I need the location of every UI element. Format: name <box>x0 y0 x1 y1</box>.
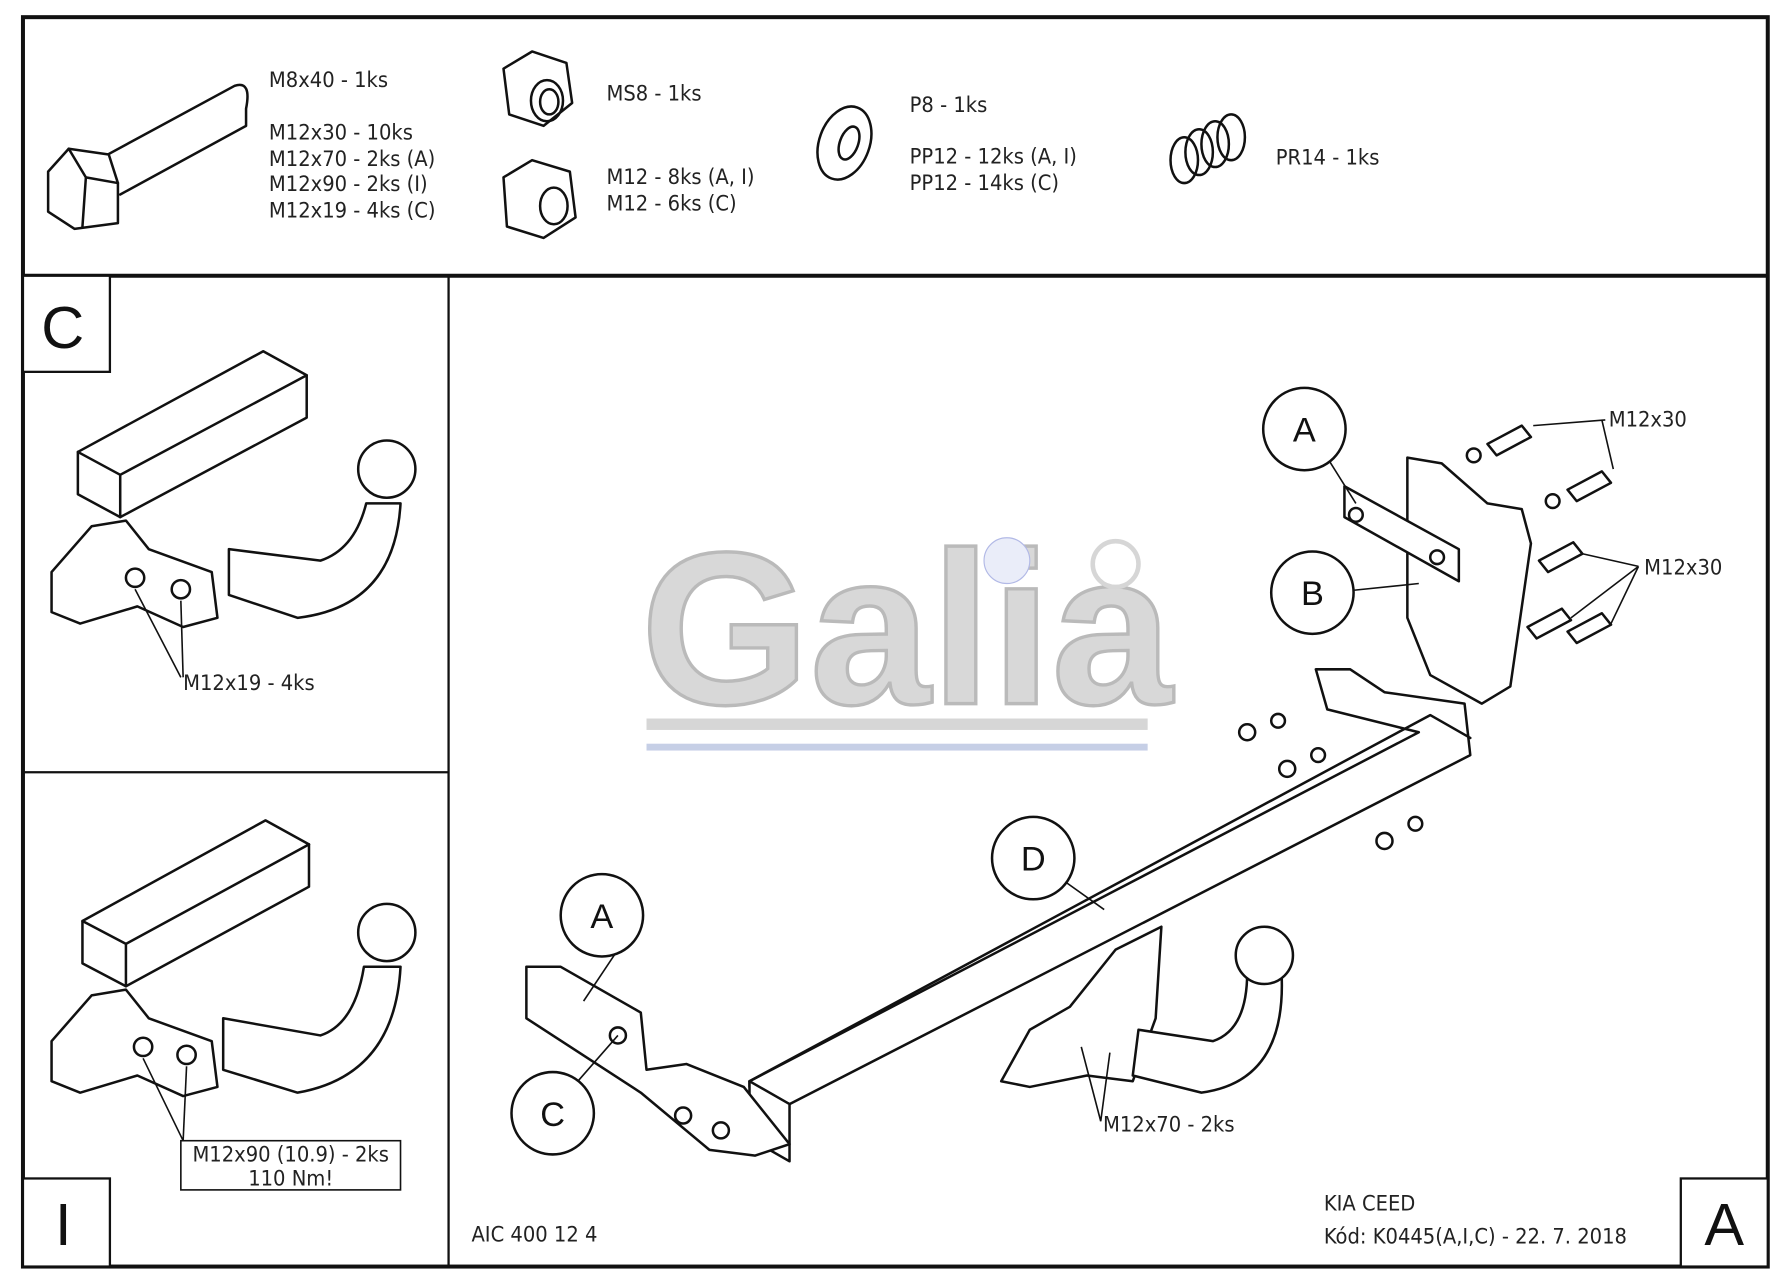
towbar-detachable-drawing <box>50 349 417 678</box>
callout-d: D <box>990 815 1076 901</box>
bolt-icon <box>46 83 249 231</box>
svg-text:B: B <box>1301 575 1324 613</box>
vehicle-name: KIA CEED <box>1324 1191 1416 1216</box>
part-label: M12x70 - 2ks (A) <box>269 147 435 172</box>
svg-text:A: A <box>590 898 613 936</box>
bolt-label: M12x30 <box>1609 408 1687 433</box>
callout-a-left: A <box>559 872 645 958</box>
variant-c-box <box>21 274 112 373</box>
part-label: P8 - 1ks <box>910 93 988 118</box>
svg-text:D: D <box>1021 841 1046 879</box>
variant-a-letter: A <box>1704 1191 1744 1258</box>
bolt-set <box>1237 424 1613 851</box>
variant-i-letter: I <box>55 1191 72 1258</box>
part-label: M12x90 - 2ks (I) <box>269 172 428 197</box>
svg-text:Galia: Galia <box>641 508 1175 751</box>
svg-text:C: C <box>540 1096 565 1134</box>
part-label: M8x40 - 1ks <box>269 68 388 93</box>
product-code: AIC 400 12 4 <box>471 1222 597 1247</box>
bolt-label: M12x30 <box>1644 555 1722 580</box>
variant-i-callout-box <box>180 1139 402 1191</box>
variant-i-callout-line2: 110 Nm! <box>248 1166 333 1191</box>
variant-c-callout: M12x19 - 4ks <box>183 671 315 696</box>
part-label: M12 - 8ks (A, I) <box>606 165 754 190</box>
callout-a-top: A <box>1261 386 1347 472</box>
lock-nut-icon <box>502 50 574 128</box>
bolt-label: M12x70 - 2ks <box>1103 1113 1235 1138</box>
part-label: MS8 - 1ks <box>606 82 701 107</box>
callout-c: C <box>510 1070 596 1156</box>
svg-text:A: A <box>1293 412 1316 450</box>
spring-icon <box>1169 113 1247 185</box>
towbar-fixed-drawing <box>50 819 417 1142</box>
part-label: M12 - 6ks (C) <box>606 192 736 217</box>
callout-b: B <box>1269 550 1355 636</box>
variant-c-letter: C <box>41 294 84 361</box>
drawing-frame <box>20 15 1770 1269</box>
part-label: M12x19 - 4ks (C) <box>269 198 436 223</box>
hex-nut-icon <box>502 158 577 240</box>
part-label: M12x30 - 10ks <box>269 121 413 146</box>
variant-i-box <box>21 1177 112 1268</box>
part-label: PP12 - 12ks (A, I) <box>910 145 1077 170</box>
variant-i-callout-line1: M12x90 (10.9) - 2ks <box>192 1142 388 1167</box>
washer-icon <box>816 105 873 181</box>
kit-code: Kód: K0445(A,I,C) - 22. 7. 2018 <box>1324 1225 1627 1250</box>
part-label: PP12 - 14ks (C) <box>910 171 1059 196</box>
variant-a-box <box>1679 1177 1769 1268</box>
part-label: PR14 - 1ks <box>1276 146 1380 171</box>
galia-logo: Galia <box>639 506 1176 752</box>
main-towbar-drawing <box>525 419 1640 1163</box>
